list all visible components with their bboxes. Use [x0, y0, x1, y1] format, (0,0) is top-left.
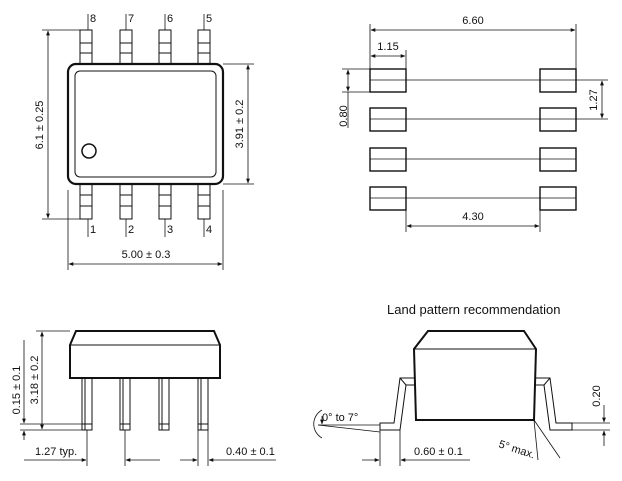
pin-label-2: 2: [128, 224, 134, 236]
pin-label-7: 7: [128, 13, 134, 25]
land-pads-right: [539, 68, 577, 211]
dim-pad-width: 0.80: [338, 105, 350, 126]
dim-pad-length: 1.15: [377, 41, 398, 53]
land-pads-left: [369, 68, 407, 211]
dim-overall: 6.60: [462, 15, 483, 27]
package-body-inner: [74, 70, 217, 178]
dim-height: 3.18 ± 0.2: [29, 356, 41, 405]
pin-label-1: 1: [90, 224, 96, 236]
end-lead-left: [379, 377, 414, 431]
dim-lead-width: 0.40 ± 0.1: [226, 446, 275, 458]
dim-foot: 0.60 ± 0.1: [414, 446, 463, 458]
pin1-marker: [81, 143, 97, 159]
dim-body-height: 3.91 ± 0.2: [234, 100, 246, 149]
dim-inner: 4.30: [462, 211, 483, 223]
end-body: [412, 330, 538, 421]
end-lead-right: [536, 377, 573, 431]
pin-label-8: 8: [90, 13, 96, 25]
side-view: 3.18 ± 0.2 0.15 ± 0.1 1.27 typ. 0.40 ± 0…: [11, 330, 276, 466]
pin-label-4: 4: [206, 224, 212, 236]
land-pattern-view: 6.60 1.15 0.80 1.27 4.30: [338, 15, 608, 232]
dim-pitch-land: 1.27: [588, 89, 600, 110]
land-pattern-title: Land pattern recommendation: [387, 302, 560, 317]
dim-pitch-side: 1.27 typ.: [35, 446, 77, 458]
pin-label-5: 5: [206, 13, 212, 25]
dim-draft: 5° max.: [497, 438, 536, 461]
pin-label-3: 3: [167, 224, 173, 236]
dim-standoff: 0.15 ± 0.1: [11, 366, 23, 415]
top-leads: [79, 29, 211, 67]
dim-angle: 0° to 7°: [322, 412, 358, 424]
top-view: 8 7 6 5 1 2 3 4 5.00 ± 0.3 6.1 ± 0.25 3.…: [34, 13, 254, 270]
dim-thickness: 0.20: [591, 385, 603, 406]
side-leads: [81, 377, 209, 431]
end-view: Land pattern recommendation 0.20 0.60 ± …: [313, 302, 610, 466]
dim-width: 5.00 ± 0.3: [122, 249, 171, 261]
bottom-leads: [79, 181, 211, 220]
dim-total-height: 6.1 ± 0.25: [34, 101, 46, 150]
pin-label-6: 6: [167, 13, 173, 25]
package-body: [66, 62, 225, 186]
side-body: [69, 330, 221, 379]
